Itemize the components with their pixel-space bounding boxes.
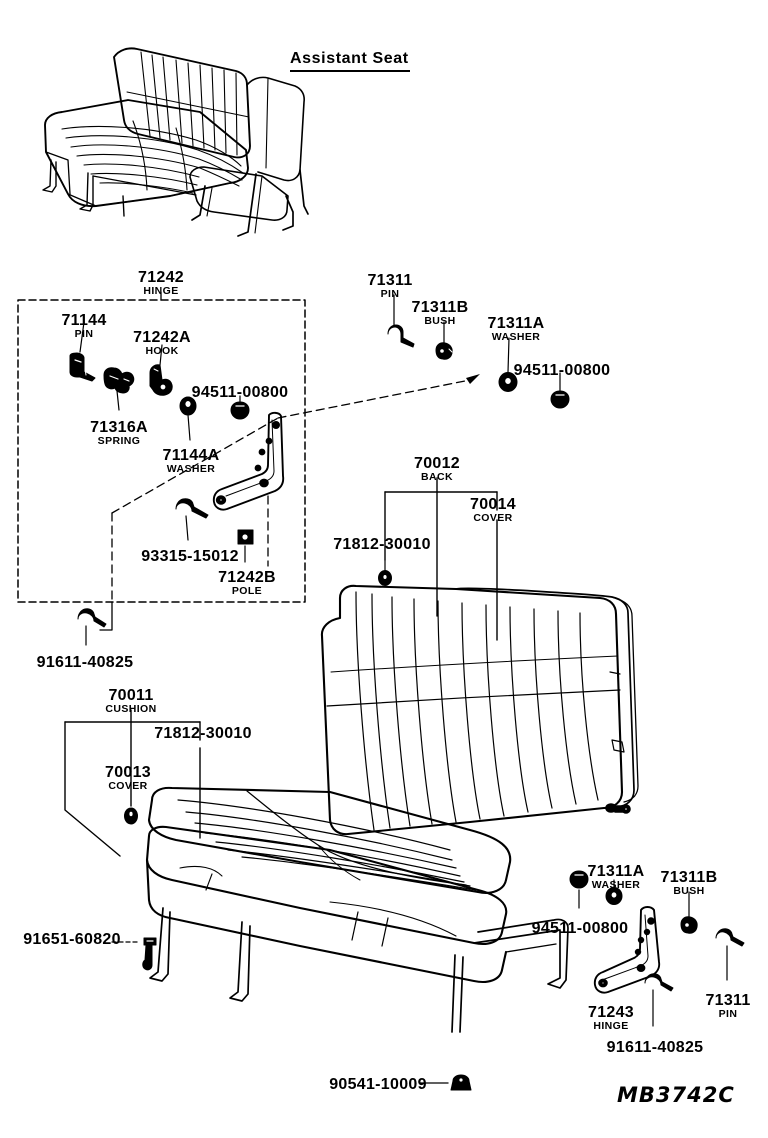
part-71311-pin-lower	[715, 928, 745, 947]
hinge-bracket-71243	[593, 906, 661, 994]
callout-71144: 71144 PIN	[61, 312, 107, 340]
callout-71311-upper: 71311 PIN	[367, 272, 413, 300]
callout-70011: 70011 CUSHION	[105, 687, 157, 715]
callout-70012: 70012 BACK	[414, 455, 460, 483]
hinge-group-dashed-box	[17, 299, 306, 603]
cushion-cover-bracket	[64, 709, 201, 857]
diagram-code: MB3742C	[617, 1083, 735, 1107]
seat-cushion-illustration	[145, 786, 569, 1033]
callout-94511-00800-upper-right: 94511-00800	[513, 362, 611, 379]
callout-91611-40825-lower: 91611-40825	[606, 1039, 704, 1056]
callout-94511-00800-upper-left: 94511-00800	[191, 384, 289, 401]
callout-71316A: 71316A SPRING	[90, 419, 148, 447]
part-71316A-spring	[103, 367, 135, 394]
back-cover-bracket	[384, 477, 498, 641]
part-71311-pin-upper	[387, 324, 415, 348]
part-71311B-bush-upper	[435, 342, 453, 360]
callout-91611-40825-left: 91611-40825	[36, 654, 134, 671]
hinge-bracket-71242	[212, 411, 285, 511]
callout-90541-10009: 90541-10009	[329, 1076, 427, 1093]
callout-71311B-lower: 71311B BUSH	[660, 869, 718, 897]
callout-71311A-upper: 71311A WASHER	[487, 315, 545, 343]
assembled-seat-illustration	[42, 47, 309, 237]
part-71242B-pole	[237, 529, 254, 545]
seat-back-illustration	[320, 584, 639, 836]
part-71311A-washer-upper	[498, 372, 518, 392]
part-71812-30010-upper	[378, 570, 392, 586]
part-90541-10009	[450, 1074, 472, 1091]
callout-91651-60820: 91651-60820	[23, 931, 121, 948]
callout-71243: 71243 HINGE	[588, 1004, 634, 1032]
part-71242A-hook	[149, 364, 173, 396]
part-71144-pin	[69, 352, 96, 382]
group-leader-dashes	[111, 379, 471, 603]
callout-71242A: 71242A HOOK	[133, 329, 191, 357]
callout-71311A-lower: 71311A WASHER	[587, 863, 645, 891]
callout-94511-00800-lower: 94511-00800	[531, 920, 629, 937]
callout-71144A: 71144A WASHER	[162, 447, 220, 475]
part-70013-cover-washer	[124, 807, 138, 825]
part-91611-40825-left	[77, 608, 107, 628]
back-hinge-pin	[605, 803, 631, 814]
part-71311B-bush-lower	[680, 916, 698, 934]
page-title: Assistant Seat	[290, 50, 410, 72]
callout-93315-15012: 93315-15012	[141, 548, 239, 565]
callout-71242: 71242 HINGE	[138, 269, 184, 297]
part-94511-00800-upper-left	[230, 401, 250, 420]
callout-71311-lower: 71311 PIN	[705, 992, 751, 1020]
callout-71311B-upper: 71311B BUSH	[411, 299, 469, 327]
callout-70013: 70013 COVER	[105, 764, 151, 792]
part-93315-15012	[175, 498, 209, 519]
callout-70014: 70014 COVER	[470, 496, 516, 524]
callout-71242B: 71242B POLE	[218, 569, 276, 597]
part-91651-60820	[142, 937, 157, 971]
part-94511-00800-lower	[569, 870, 589, 889]
part-94511-00800-upper-right	[550, 390, 570, 409]
callout-71812-30010-upper: 71812-30010	[333, 536, 431, 553]
part-71144A-washer	[179, 396, 197, 416]
callout-71812-30010-lower: 71812-30010	[154, 725, 252, 742]
